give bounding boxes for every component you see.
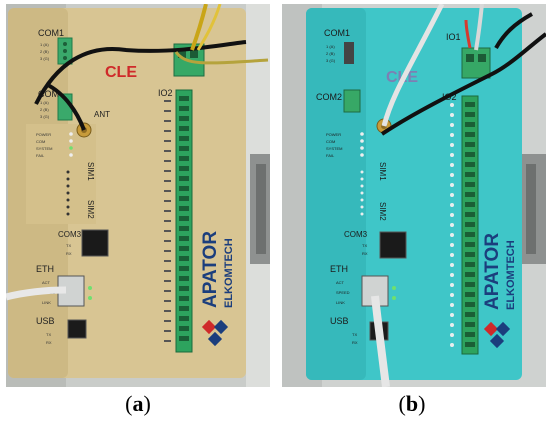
svg-text:1 (A): 1 (A): [40, 42, 49, 47]
apator-logo-icon: [483, 321, 511, 349]
sim1-label: SIM1: [378, 162, 387, 181]
apator-logo-icon: [201, 319, 229, 347]
svg-text:2 (B): 2 (B): [326, 51, 335, 56]
com1-connector: [344, 42, 354, 64]
svg-text:TX: TX: [66, 243, 71, 248]
svg-text:2 (B): 2 (B): [40, 107, 49, 112]
led-label-power: POWER: [326, 132, 341, 137]
sim1-label: SIM1: [86, 162, 95, 181]
svg-text:ACT: ACT: [336, 280, 345, 285]
svg-text:RX: RX: [362, 251, 368, 256]
svg-text:LINK: LINK: [42, 300, 51, 305]
svg-text:2 (B): 2 (B): [40, 49, 49, 54]
led-label-com: COM: [36, 139, 45, 144]
com1-label: COM1: [324, 28, 350, 38]
eth-label: ETH: [330, 264, 348, 274]
com2-label: COM2: [316, 92, 342, 102]
svg-text:ACT: ACT: [42, 280, 51, 285]
device-photo-a: COM1 1 (A) 2 (B) 3 (G) COM 1 (A) 2 (B) 3…: [6, 4, 270, 387]
svg-text:3 (G): 3 (G): [40, 56, 50, 61]
com2-connector: [343, 89, 361, 113]
led-label-power: POWER: [36, 132, 51, 137]
led-label-fail: FAIL: [326, 153, 335, 158]
com3-label: COM3: [58, 230, 82, 239]
eth-label: ETH: [36, 264, 54, 274]
svg-text:TX: TX: [362, 243, 367, 248]
led-label-com: COM: [326, 139, 335, 144]
com2-label: COM: [38, 89, 59, 99]
svg-text:3 (G): 3 (G): [326, 58, 336, 63]
svg-text:TX: TX: [46, 332, 51, 337]
usb-port: [67, 319, 87, 339]
led-label-system: SYSTEM: [326, 146, 342, 151]
svg-text:3 (G): 3 (G): [40, 114, 50, 119]
ant-label: ANT: [94, 110, 110, 119]
device-photo-b: COM1 1 (A) 2 (B) 3 (G) COM2 CLE IO1 IO2 …: [282, 4, 546, 387]
com3-port: [379, 231, 407, 259]
caption-b: (b): [398, 391, 426, 416]
com1-label: COM1: [38, 28, 64, 38]
led-label-fail: FAIL: [36, 153, 45, 158]
photo-panel-a: COM1 1 (A) 2 (B) 3 (G) COM 1 (A) 2 (B) 3…: [6, 4, 270, 387]
svg-text:1 (A): 1 (A): [326, 44, 335, 49]
sim2-label: SIM2: [86, 200, 95, 219]
caption-a: (a): [125, 391, 151, 416]
usb-label: USB: [36, 316, 55, 326]
io2-label: IO2: [158, 88, 173, 98]
sim2-label: SIM2: [378, 202, 387, 221]
com3-label: COM3: [344, 230, 368, 239]
brand-apator: APATOR: [482, 233, 503, 310]
svg-text:1 (A): 1 (A): [40, 100, 49, 105]
svg-text:TX: TX: [352, 332, 357, 337]
svg-text:RX: RX: [352, 340, 358, 345]
svg-text:RX: RX: [66, 251, 72, 256]
photo-panel-b: COM1 1 (A) 2 (B) 3 (G) COM2 CLE IO1 IO2 …: [282, 4, 546, 387]
led-label-system: SYSTEM: [36, 146, 52, 151]
svg-text:LINK: LINK: [336, 300, 345, 305]
brand-apator: APATOR: [200, 231, 221, 308]
svg-text:SPEED: SPEED: [336, 290, 350, 295]
io1-label: IO1: [446, 32, 461, 42]
io1-connector: [461, 47, 491, 79]
com3-port: [81, 229, 109, 257]
svg-text:RX: RX: [46, 340, 52, 345]
brand-elkomtech: ELKOMTECH: [223, 238, 235, 308]
brand-elkomtech: ELKOMTECH: [505, 240, 517, 310]
brand-logo: CLE: [105, 64, 137, 81]
usb-label: USB: [330, 316, 349, 326]
